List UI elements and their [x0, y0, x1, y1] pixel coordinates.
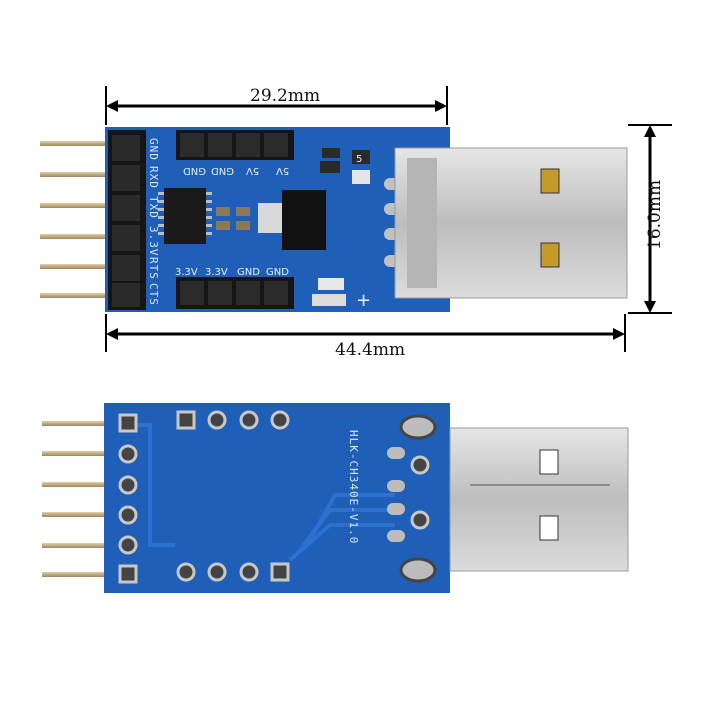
top-label-gnd-1: GND — [183, 165, 206, 176]
top-label-5v-2: 5V — [276, 165, 289, 176]
resistor-mark: 5 — [356, 154, 362, 165]
side-label-rts: RTS — [147, 257, 160, 280]
side-label-txd: TXD — [147, 196, 160, 219]
voltage-regulator — [258, 190, 326, 250]
bottom-label-gnd-2: GND — [266, 267, 289, 278]
dimension-label-29mm: 29.2mm — [250, 86, 320, 106]
top-label-gnd-2: GND — [211, 165, 234, 176]
dimension-16mm: 16.0mm — [628, 124, 672, 314]
dimension-label-44mm: 44.4mm — [335, 340, 405, 360]
bottom-label-gnd-1: GND — [237, 267, 260, 278]
side-label-gnd: GND — [147, 138, 160, 161]
usb-connector-bottom — [449, 427, 629, 572]
bottom-bottom-pads — [176, 562, 290, 582]
bottom-pcb — [104, 403, 450, 593]
plus-mark: + — [356, 290, 371, 311]
side-header-labels: GND RXD TXD 3.3V RTS CTS — [147, 138, 160, 306]
bottom-header-labels: 3.3V 3.3V GND GND — [175, 267, 289, 278]
bottom-usb-pads — [387, 414, 437, 583]
ch340-chip — [164, 188, 206, 244]
dimension-label-16mm: 16.0mm — [645, 180, 665, 250]
board-model-label: HLK-CH340E-V1.0 — [347, 430, 360, 544]
bottom-header-pins — [42, 421, 106, 577]
pcb-traces — [127, 423, 395, 562]
side-label-cts: CTS — [147, 283, 160, 306]
usb-connector-top — [394, 147, 628, 299]
bottom-label-3v3-1: 3.3V — [175, 267, 198, 278]
top-label-5v-1: 5V — [246, 165, 259, 176]
top-view: GND RXD TXD 3.3V RTS CTS GND GND 5V 5V — [40, 127, 628, 312]
led-1 — [318, 278, 344, 290]
top-header-labels: GND GND 5V 5V — [183, 165, 289, 176]
bottom-view: HLK-CH340E-V1.0 — [42, 403, 629, 593]
bottom-left-pads — [118, 413, 138, 584]
side-label-3v3: 3.3V — [147, 226, 160, 257]
bottom-label-3v3-2: 3.3V — [205, 267, 228, 278]
led-2 — [312, 294, 346, 306]
bottom-top-pads — [176, 410, 290, 430]
side-label-rxd: RXD — [147, 166, 160, 189]
dimension-29mm: 29.2mm — [105, 86, 448, 125]
dimension-44mm: 44.4mm — [105, 314, 626, 360]
top-header-pins — [40, 141, 120, 298]
smd-components: 5 — [216, 148, 370, 230]
